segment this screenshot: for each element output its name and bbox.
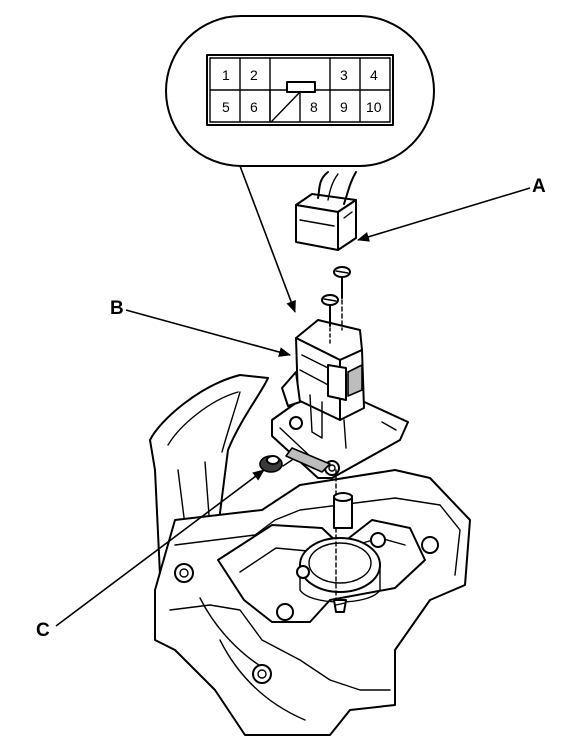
pin-4: 4 [370, 67, 378, 83]
switch-mounting-plate [271, 399, 409, 479]
callout-b-label: B [110, 298, 124, 319]
pin-1: 1 [222, 67, 230, 83]
console-housing [149, 374, 471, 736]
screw-lower [321, 294, 339, 327]
switch-body [281, 319, 365, 449]
alignment-line [335, 299, 343, 601]
connector-pinout-callout: 1 2 3 4 5 6 8 9 10 [165, 15, 435, 167]
leader-c-arrow [55, 469, 265, 627]
screw-upper [333, 266, 351, 299]
pin-3: 3 [340, 67, 348, 83]
connector-a [295, 171, 357, 251]
leader-b-arrow [125, 309, 291, 357]
pinout-leader-arrow [239, 165, 296, 313]
pin-5: 5 [222, 99, 230, 115]
leader-a-arrow [357, 187, 531, 242]
clip-c [259, 455, 293, 473]
pin-10: 10 [366, 99, 382, 115]
pin-6: 6 [250, 99, 258, 115]
pin-8: 8 [310, 99, 318, 115]
pin-2: 2 [250, 67, 258, 83]
callout-a-label: A [532, 176, 546, 197]
pin-9: 9 [340, 99, 348, 115]
callout-c-label: C [36, 620, 50, 641]
